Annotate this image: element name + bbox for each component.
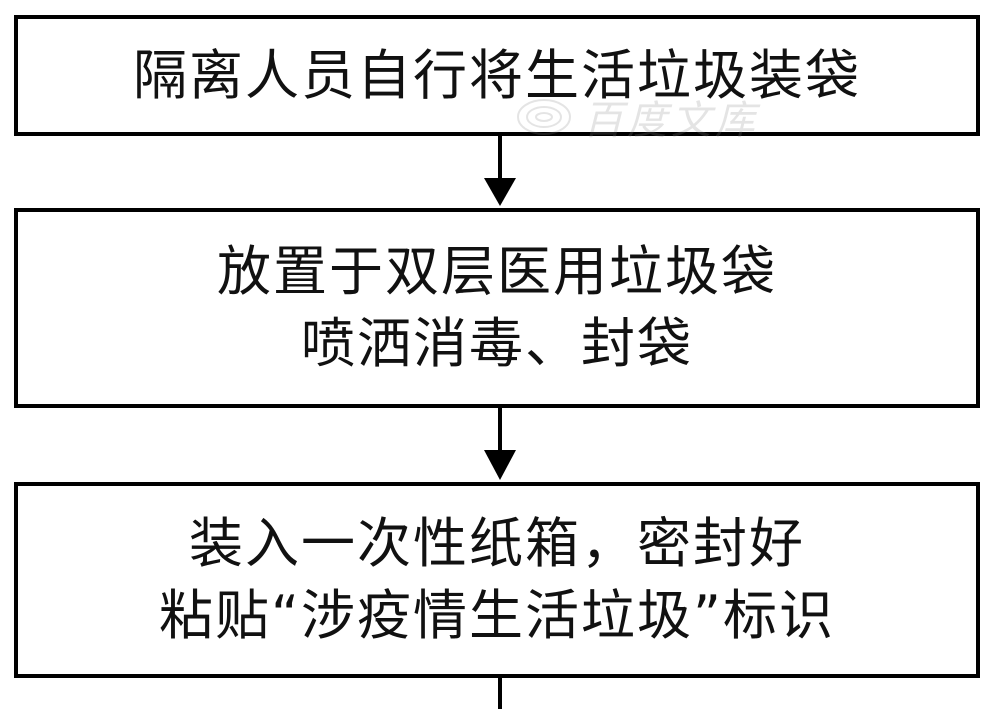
flow-step-3: 装入一次性纸箱，密封好 粘贴“涉疫情生活垃圾”标识 (14, 482, 980, 678)
flow-step-1: 隔离人员自行将生活垃圾装袋 (14, 15, 980, 136)
flow-step-1-text: 隔离人员自行将生活垃圾装袋 (133, 43, 861, 107)
flow-step-2-line-1: 放置于双层医用垃圾袋 (217, 240, 777, 303)
flow-step-3-line-1: 装入一次性纸箱，密封好 (189, 512, 805, 575)
flow-step-2: 放置于双层医用垃圾袋 喷洒消毒、封袋 (14, 208, 980, 408)
arrow-2-to-3 (484, 408, 516, 480)
flow-step-2-line-2: 喷洒消毒、封袋 (301, 312, 693, 375)
arrow-1-to-2 (484, 136, 516, 206)
flow-step-3-line-2: 粘贴“涉疫情生活垃圾”标识 (159, 584, 835, 647)
